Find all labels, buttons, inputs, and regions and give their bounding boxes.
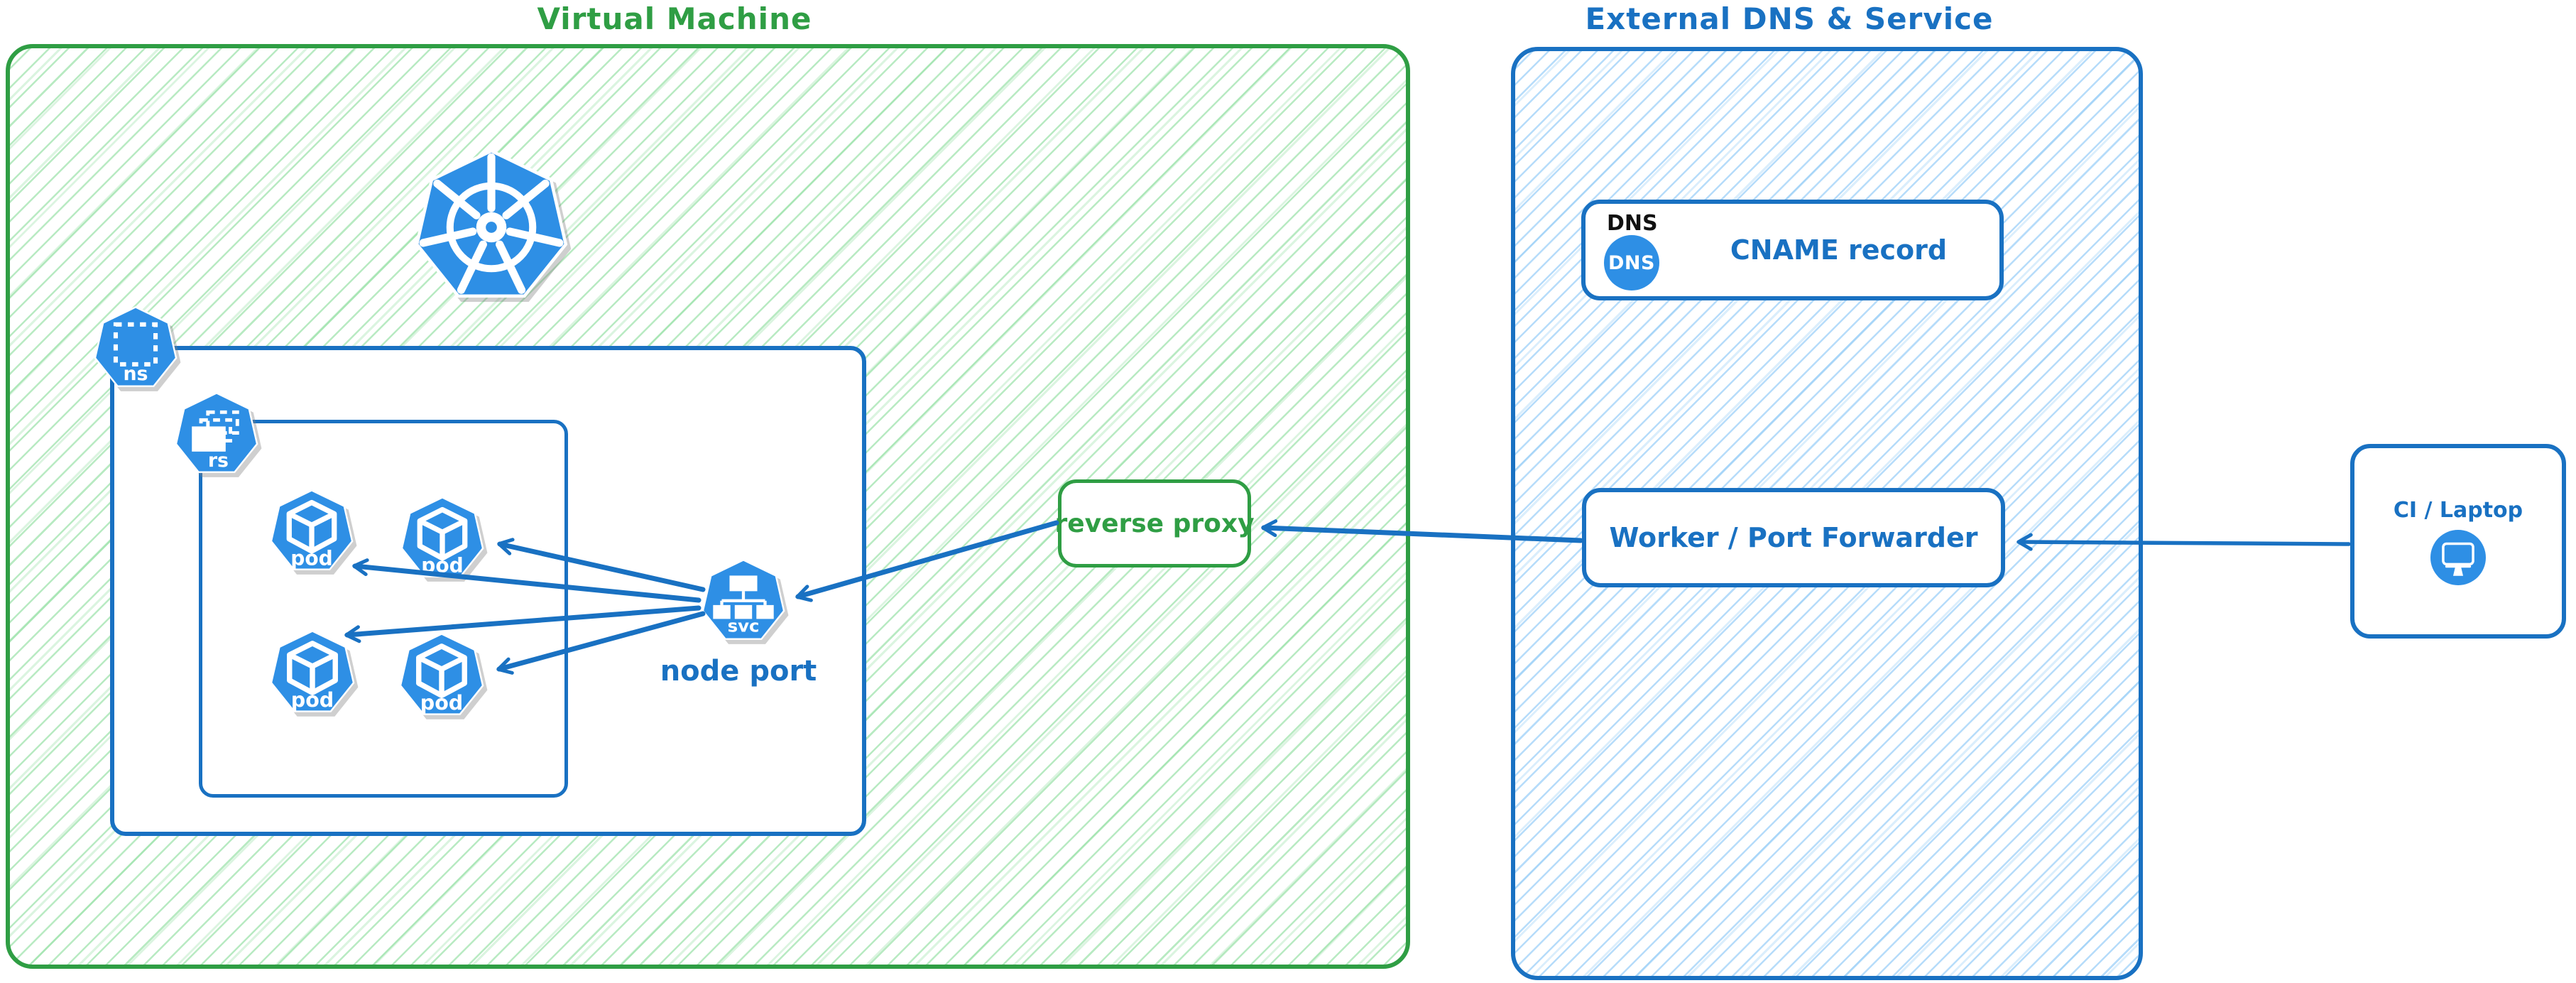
pod-icon: pod bbox=[268, 629, 356, 717]
pod-icon-label: pod bbox=[290, 546, 332, 570]
namespace-icon: ns bbox=[92, 305, 179, 392]
reverse-proxy-box: reverse proxy bbox=[1054, 479, 1255, 567]
cname-record-label: CNAME record bbox=[1730, 234, 1948, 266]
service-icon-label: svc bbox=[728, 616, 760, 636]
dns-tag: DNS bbox=[1607, 211, 1658, 236]
dns-icon-label: DNS bbox=[1608, 251, 1655, 274]
external-group-title: External DNS & Service bbox=[1585, 1, 1994, 36]
ci-laptop-box: CI / Laptop bbox=[2350, 444, 2566, 639]
pod-icon: pod bbox=[268, 489, 355, 575]
reverse-proxy-label: reverse proxy bbox=[1054, 509, 1255, 538]
replicaset-icon-label: rs bbox=[208, 450, 229, 472]
worker-port-forwarder-label: Worker / Port Forwarder bbox=[1609, 522, 1978, 553]
pod-icon: pod bbox=[399, 496, 486, 582]
pod-icon-label: pod bbox=[420, 691, 463, 715]
namespace-icon-label: ns bbox=[123, 363, 148, 385]
dns-record-box: DNS DNS CNAME record bbox=[1581, 200, 2004, 300]
kubernetes-logo-icon bbox=[412, 148, 571, 307]
replicaset-icon: rs bbox=[173, 391, 260, 478]
monitor-icon bbox=[2430, 529, 2486, 585]
dns-icon: DNS bbox=[1604, 235, 1659, 290]
worker-port-forwarder-box: Worker / Port Forwarder bbox=[1582, 488, 2005, 587]
vm-group-title: Virtual Machine bbox=[537, 1, 812, 36]
pod-icon-label: pod bbox=[291, 688, 334, 712]
service-icon: svc bbox=[700, 558, 787, 645]
pod-icon-label: pod bbox=[421, 553, 463, 577]
node-port-caption: node port bbox=[660, 655, 817, 688]
pod-icon: pod bbox=[398, 632, 486, 720]
ci-laptop-label: CI / Laptop bbox=[2393, 497, 2523, 523]
